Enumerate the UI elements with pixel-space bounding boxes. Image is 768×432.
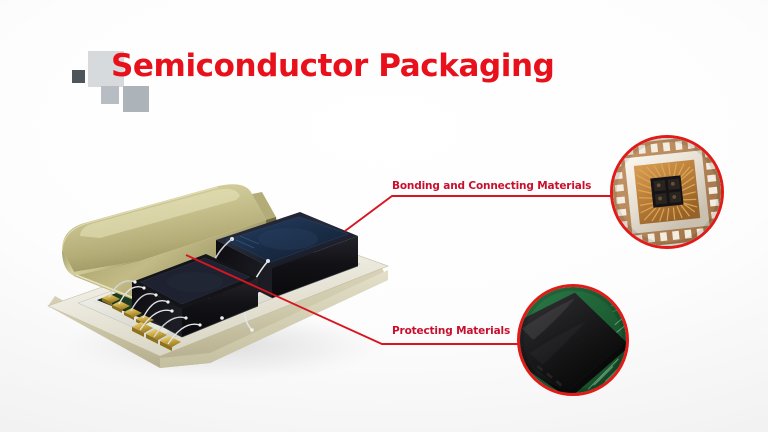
inset-photo-wire-bonded-die	[610, 135, 724, 249]
page-title: Semiconductor Packaging	[111, 48, 555, 84]
title-block: Semiconductor Packaging	[66, 42, 555, 112]
callout-label-protecting: Protecting Materials	[392, 325, 511, 337]
inset-photo-encapsulated-package	[517, 284, 629, 396]
decor-square-right-gray	[123, 86, 149, 112]
decor-square-small-dark	[72, 70, 85, 83]
callout-label-bonding: Bonding and Connecting Materials	[392, 180, 592, 192]
decor-square-large-light	[88, 51, 124, 87]
decor-square-mid-gray	[101, 86, 119, 104]
semiconductor-package-illustration	[40, 120, 400, 390]
